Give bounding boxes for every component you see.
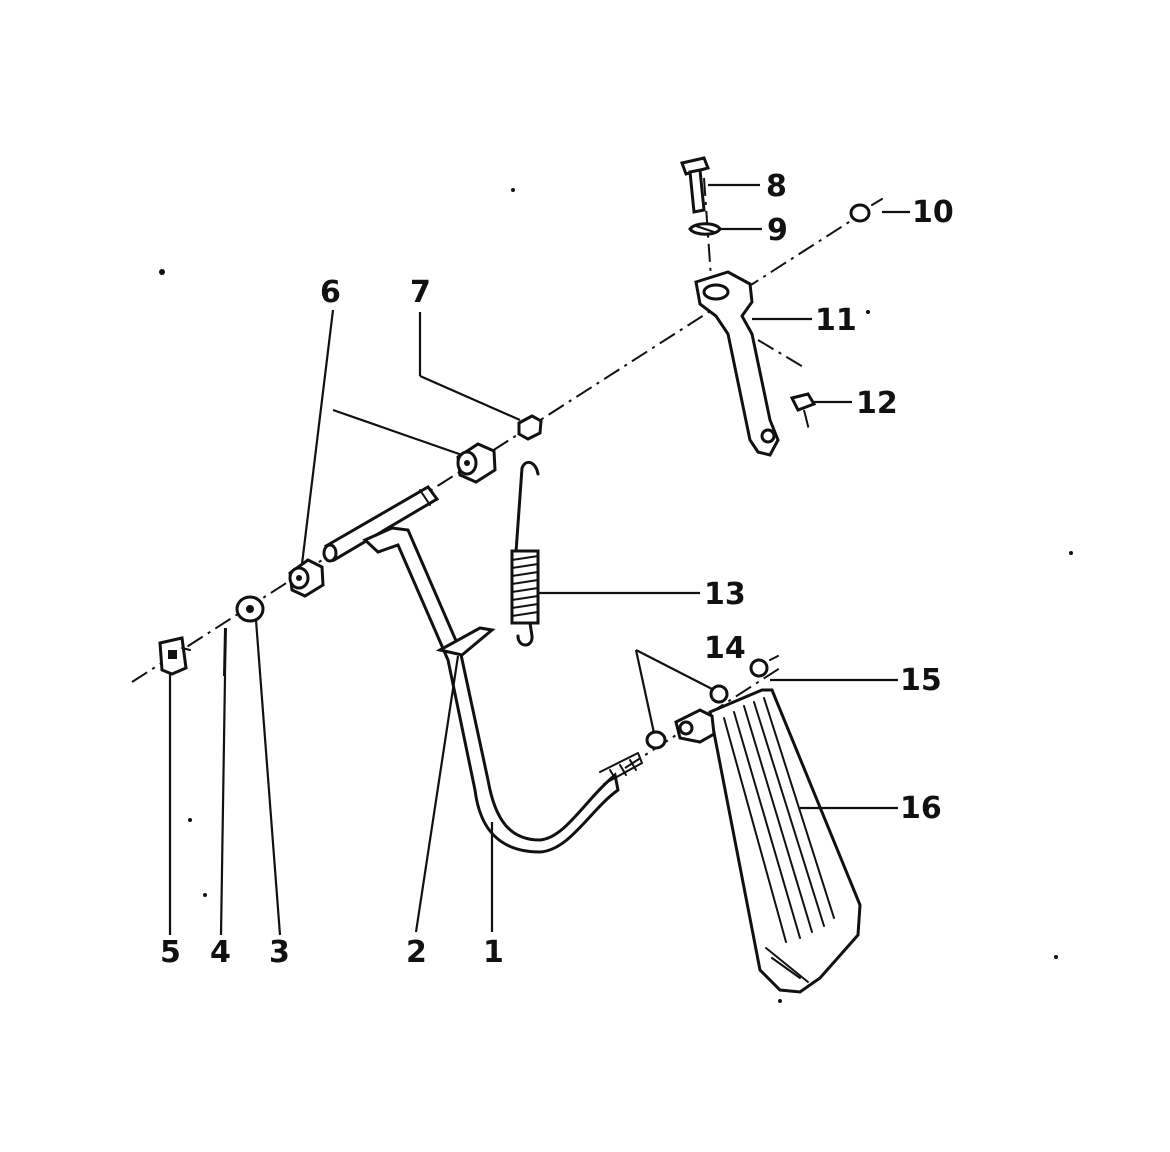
callout-15: 15 [900, 663, 942, 698]
callout-11: 11 [815, 303, 857, 338]
callout-16: 16 [900, 791, 942, 826]
callout-1: 1 [483, 935, 504, 970]
part-15-nut [749, 655, 779, 678]
callout-10: 10 [912, 195, 954, 230]
part-7-nut [517, 414, 543, 441]
callout-14: 14 [704, 631, 746, 666]
part-14-washers [645, 684, 729, 750]
callout-labels: 5 4 3 2 1 6 7 8 9 10 11 12 13 14 15 16 [160, 169, 954, 970]
callout-9: 9 [767, 213, 788, 248]
part-3-washer [235, 595, 265, 623]
callout-4: 4 [210, 935, 231, 970]
part-4-pin [223, 628, 227, 676]
part-11-bracket [694, 270, 780, 457]
part-16-pedal-pad [674, 688, 862, 994]
leader-lines [168, 183, 910, 936]
callout-12: 12 [856, 386, 898, 421]
callout-6: 6 [320, 275, 341, 310]
callout-3: 3 [269, 935, 290, 970]
part-13-return-spring [510, 460, 540, 647]
part-10-nut [849, 198, 883, 223]
callout-5: 5 [160, 935, 181, 970]
part-8-bolt [680, 156, 711, 214]
part-6-bushing-lower [288, 558, 325, 598]
part-9-spring-washer [688, 222, 722, 236]
scan-specks [159, 188, 1073, 1003]
part-12-clip [789, 392, 817, 412]
part-5-clip [158, 636, 191, 676]
part-6-bushing-upper [456, 442, 497, 484]
part-1-pedal-lever [322, 485, 643, 854]
part-2-stop-plate [435, 626, 496, 657]
assembly-axis [131, 177, 861, 769]
callout-8: 8 [766, 169, 787, 204]
callout-2: 2 [406, 935, 427, 970]
callout-7: 7 [410, 275, 431, 310]
callout-13: 13 [704, 577, 746, 612]
